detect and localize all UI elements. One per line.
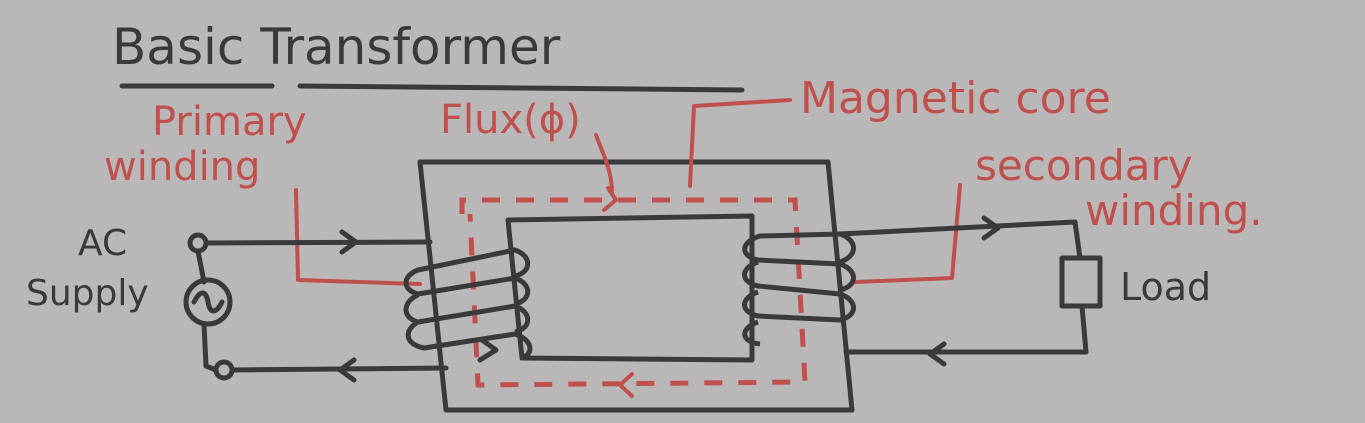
ac-supply-label-line1: AC: [78, 223, 127, 264]
secondary-winding-label-line2: winding.: [1085, 186, 1263, 235]
load-resistor: [1059, 255, 1103, 309]
flux-arrow-bottom: [618, 372, 634, 398]
annotation-leaders: [294, 98, 962, 286]
current-arrow-primary-top: [339, 229, 359, 255]
ac-supply-label-line2: Supply: [26, 273, 149, 314]
magnetic-core-leader: [688, 98, 792, 188]
current-arrow-primary-bottom: [337, 357, 357, 383]
current-arrow-secondary-top: [981, 215, 1001, 241]
magnetic-core-label: Magnetic core: [800, 73, 1111, 124]
primary-winding-label-line2: winding: [104, 144, 260, 190]
flux-leader: [594, 133, 614, 194]
flux-label: Flux(ϕ): [440, 97, 581, 143]
primary-winding-label-line1: Primary: [152, 99, 307, 145]
current-arrow-secondary-bottom: [927, 341, 947, 367]
primary-leader: [294, 188, 422, 286]
load-circuit: [837, 215, 1103, 367]
ac-supply-circuit: [183, 229, 499, 383]
sine-wave-icon: [191, 290, 225, 314]
title-underline-right: [297, 83, 745, 93]
diagram-title: Basic Transformer: [112, 18, 561, 76]
secondary-winding-label-line1: secondary: [975, 141, 1193, 190]
load-label: Load: [1120, 265, 1211, 309]
primary-winding: [403, 247, 533, 361]
secondary-leader: [854, 183, 962, 284]
ac-source-icon: [183, 277, 233, 327]
current-arrow-coil: [477, 337, 499, 363]
